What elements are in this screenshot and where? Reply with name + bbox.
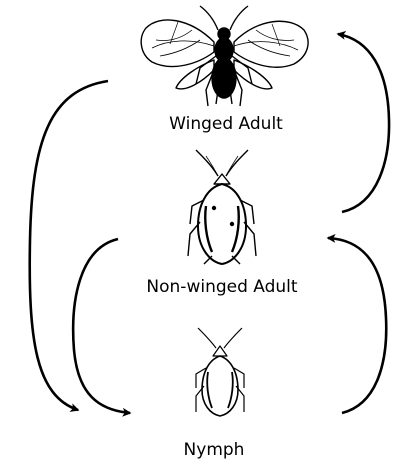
arrow-nonwinged-to-winged — [338, 34, 389, 212]
arrow-winged-to-nymph — [30, 81, 108, 410]
winged-adult-label: Winged Adult — [169, 116, 283, 133]
non-winged-aphid-icon — [188, 150, 256, 264]
nymph-aphid-icon — [196, 328, 244, 416]
nymph-label: Nymph — [184, 442, 245, 459]
arrow-nonwinged-to-nymph — [73, 239, 130, 413]
arrow-nymph-to-nonwinged — [328, 238, 386, 413]
winged-aphid-icon — [141, 6, 308, 106]
non-winged-adult-label: Non-winged Adult — [146, 279, 297, 296]
